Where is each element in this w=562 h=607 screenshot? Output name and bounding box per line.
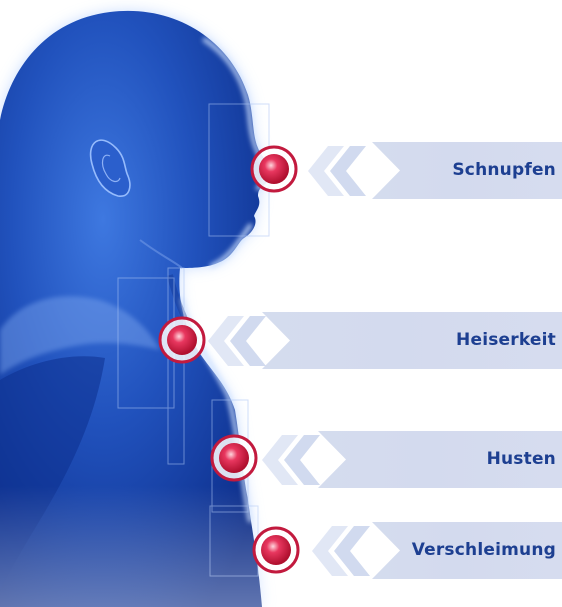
- symptom-label-husten: Husten: [487, 431, 556, 488]
- target-dot-icon: [156, 314, 208, 366]
- symptom-label-schnupfen: Schnupfen: [452, 142, 556, 199]
- target-dot-icon: [208, 432, 260, 484]
- symptom-label-bar-husten: Husten: [318, 431, 562, 488]
- double-chevron-left-icon: [312, 526, 382, 576]
- double-chevron-left-icon: [308, 146, 378, 196]
- symptom-label-bar-heiserkeit: Heiserkeit: [262, 312, 562, 369]
- target-dot-icon: [250, 524, 302, 576]
- symptom-label-bar-verschleimung: Verschleimung: [372, 522, 562, 579]
- double-chevron-left-icon: [262, 435, 332, 485]
- double-chevron-left-icon: [208, 316, 278, 366]
- symptom-label-bar-schnupfen: Schnupfen: [372, 142, 562, 199]
- symptom-label-heiserkeit: Heiserkeit: [456, 312, 556, 369]
- symptom-label-verschleimung: Verschleimung: [412, 522, 556, 579]
- target-dot-icon: [248, 143, 300, 195]
